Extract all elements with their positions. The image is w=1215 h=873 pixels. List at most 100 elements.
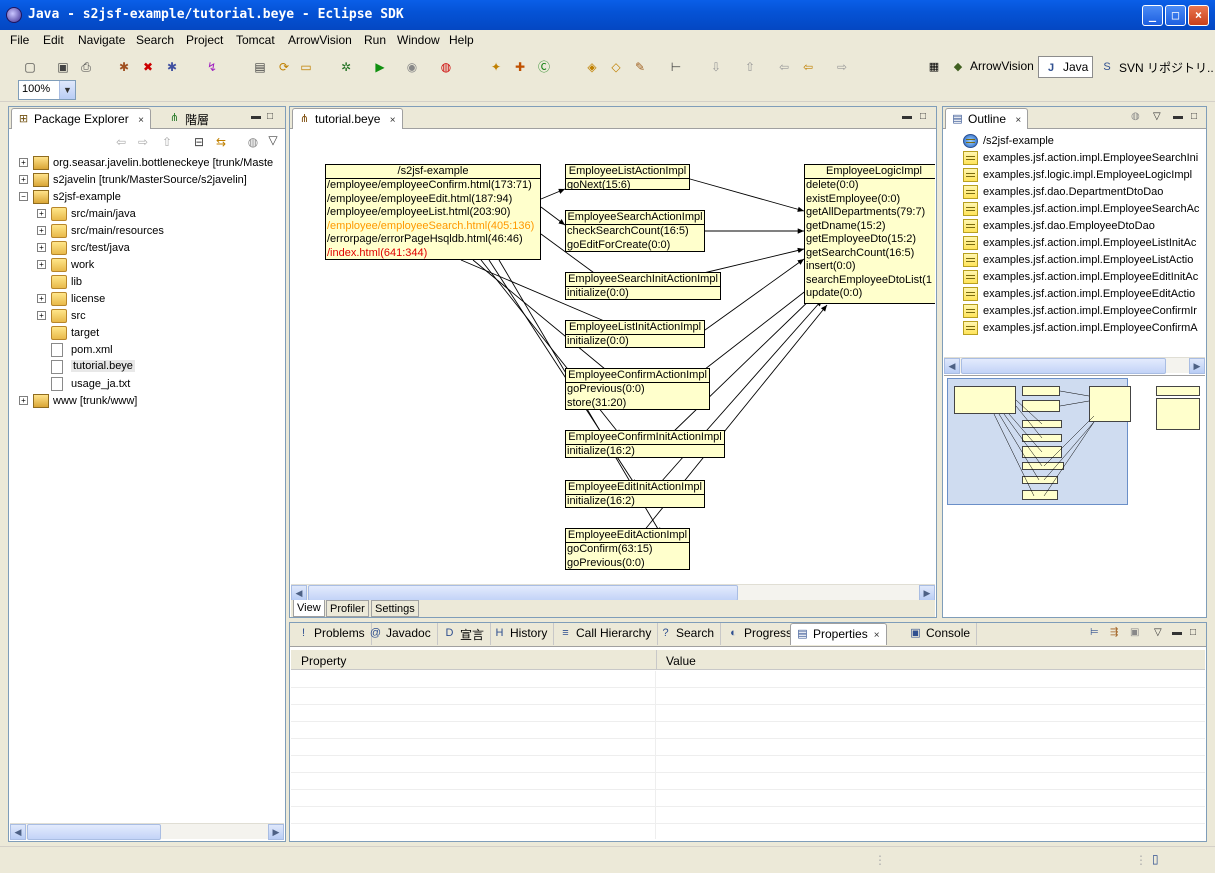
diagram-node-method[interactable]: existEmployee(0:0) xyxy=(806,192,901,205)
diagram-node-method[interactable]: /employee/employeeList.html(203:90) xyxy=(327,206,511,218)
column-value[interactable]: Value xyxy=(666,654,696,668)
diagram-node-method[interactable]: goEditForCreate(0:0) xyxy=(567,238,671,251)
perspective-arrowvision[interactable]: ◆ ArrowVision xyxy=(946,56,1038,78)
editor-hscroll[interactable]: ◀ ▶ xyxy=(291,584,935,601)
tree-item[interactable]: +src/main/java xyxy=(9,206,285,223)
back-nav-icon[interactable]: ⇦ xyxy=(115,135,127,149)
new-package-icon[interactable]: ✚ xyxy=(514,60,526,74)
run-icon[interactable]: ▶ xyxy=(375,60,385,74)
minimize-button[interactable]: _ xyxy=(1142,5,1163,26)
outline-sync-icon[interactable]: ◍ xyxy=(1131,111,1140,122)
open-perspective-button[interactable]: ▦ xyxy=(922,56,950,78)
menu-window[interactable]: Window xyxy=(397,33,440,47)
tab-settings[interactable]: Settings xyxy=(371,600,419,617)
diagram-node-method[interactable]: getSearchCount(16:5) xyxy=(806,246,915,259)
tab-search[interactable]: ?Search xyxy=(654,623,722,645)
tree-item[interactable]: +www [trunk/www] xyxy=(9,393,285,410)
perspective-svn[interactable]: S SVN リポジトリ... xyxy=(1095,56,1213,78)
diagram-node-method[interactable]: goNext(15:6) xyxy=(567,179,631,190)
window-title-bar[interactable]: Java - s2jsf-example/tutorial.beye - Ecl… xyxy=(0,0,1215,30)
menu-search[interactable]: Search xyxy=(136,33,175,47)
minimize-view-icon[interactable]: ▬ xyxy=(1172,627,1182,638)
folder-icon[interactable]: ▭ xyxy=(300,60,312,74)
tree-item[interactable]: tutorial.beye xyxy=(9,359,285,376)
back-icon[interactable]: ⇦ xyxy=(802,60,814,74)
tab-progress[interactable]: ◐Progress xyxy=(722,623,800,645)
arrowvision-icon[interactable]: ✱ xyxy=(118,60,130,74)
view-menu-icon[interactable]: ◍ xyxy=(247,135,259,149)
diagram-node-method[interactable]: /errorpage/errorPageHsqldb.html(46:46) xyxy=(327,233,523,245)
tree-item[interactable]: +license xyxy=(9,291,285,308)
chevron-down-icon[interactable]: ▼ xyxy=(59,81,75,99)
menu-help[interactable]: Help xyxy=(449,33,474,47)
menu-navigate[interactable]: Navigate xyxy=(78,33,126,47)
diagram-node-method[interactable]: insert(0:0) xyxy=(806,260,856,272)
search-tool-icon[interactable]: ✎ xyxy=(634,60,646,74)
close-icon[interactable]: × xyxy=(873,630,880,641)
menu-tomcat[interactable]: Tomcat xyxy=(236,33,275,47)
diagram-node-method[interactable]: getEmployeeDto(15:2) xyxy=(806,233,917,245)
tree-item[interactable]: +src xyxy=(9,308,285,325)
tab-call-hierarchy[interactable]: ≡Call Hierarchy xyxy=(554,623,659,645)
column-property[interactable]: Property xyxy=(301,654,347,668)
diagram-node-method[interactable]: /index.html(641:344) xyxy=(327,246,428,259)
expand-icon[interactable]: + xyxy=(37,243,46,252)
link-editor-icon[interactable]: ⇆ xyxy=(215,135,227,149)
restore-default-icon[interactable]: ▣ xyxy=(1130,627,1140,638)
new-icon[interactable]: ▢ xyxy=(24,60,36,74)
scroll-left-icon[interactable]: ◀ xyxy=(944,358,960,374)
save-icon[interactable]: ▣ xyxy=(57,60,69,74)
tab-tutorial-beye[interactable]: ⋔ tutorial.beye × xyxy=(292,108,403,129)
tab-console[interactable]: ▣Console xyxy=(904,623,978,645)
up-nav-icon[interactable]: ⇧ xyxy=(161,135,173,149)
diagram-overview[interactable] xyxy=(944,375,1205,505)
profile-icon[interactable]: ◉ xyxy=(406,60,418,74)
diagram-node-method[interactable]: initialize(0:0) xyxy=(567,287,629,299)
expand-icon[interactable]: + xyxy=(19,158,28,167)
view-menu-chevron-icon[interactable]: ▽ xyxy=(268,133,278,147)
minimize-view-icon[interactable]: ▬ xyxy=(1173,111,1183,122)
diagram-node-method[interactable]: searchEmployeeDtoList(1 xyxy=(806,273,932,286)
forward-icon[interactable]: ⇨ xyxy=(836,60,848,74)
tree-item[interactable]: +src/test/java xyxy=(9,240,285,257)
close-button[interactable]: × xyxy=(1188,5,1209,26)
diagram-node-method[interactable]: checkSearchCount(16:5) xyxy=(567,225,689,237)
close-icon[interactable]: × xyxy=(138,115,144,126)
diagram-node-method[interactable]: initialize(16:2) xyxy=(567,445,635,457)
new-java-project-icon[interactable]: ✦ xyxy=(490,60,502,74)
tree-item[interactable]: +org.seasar.javelin.bottleneckeye [trunk… xyxy=(9,155,285,172)
menu-project[interactable]: Project xyxy=(186,33,224,47)
diagram-node-method[interactable]: /employee/employeeSearch.html(405:136) xyxy=(327,219,535,232)
diagram-node-method[interactable]: delete(0:0) xyxy=(806,179,859,191)
arrowvision-stop-icon[interactable]: ✖ xyxy=(142,60,154,74)
menu-file[interactable]: File xyxy=(10,33,30,47)
last-edit-icon[interactable]: ⇦ xyxy=(778,60,790,74)
expand-icon[interactable]: + xyxy=(37,209,46,218)
refresh-icon[interactable]: ⟳ xyxy=(278,60,290,74)
document-icon[interactable]: ▤ xyxy=(254,60,266,74)
categories-icon[interactable]: ⊨ xyxy=(1090,627,1099,638)
tab-view[interactable]: View xyxy=(293,600,325,617)
maximize-view-icon[interactable]: □ xyxy=(267,111,274,122)
diagram-canvas[interactable]: /s2jsf-example/employee/employeeConfirm.… xyxy=(291,130,935,584)
collapse-all-icon[interactable]: ⊟ xyxy=(193,135,205,149)
minimize-editor-icon[interactable]: ▬ xyxy=(902,111,912,122)
arrowvision-refresh-icon[interactable]: ✱ xyxy=(166,60,178,74)
maximize-view-icon[interactable]: □ xyxy=(1191,111,1198,122)
scroll-left-icon[interactable]: ◀ xyxy=(10,824,26,840)
scroll-thumb[interactable] xyxy=(308,585,738,601)
debug-icon[interactable]: ✲ xyxy=(340,60,352,74)
tree-item[interactable]: usage_ja.txt xyxy=(9,376,285,393)
close-icon[interactable]: × xyxy=(1015,115,1022,126)
menu-arrowvision[interactable]: ArrowVision xyxy=(288,33,352,47)
zoom-combo[interactable]: 100% ▼ xyxy=(18,80,76,100)
tree-item[interactable]: lib xyxy=(9,274,285,291)
tree-item[interactable]: +src/main/resources xyxy=(9,223,285,240)
